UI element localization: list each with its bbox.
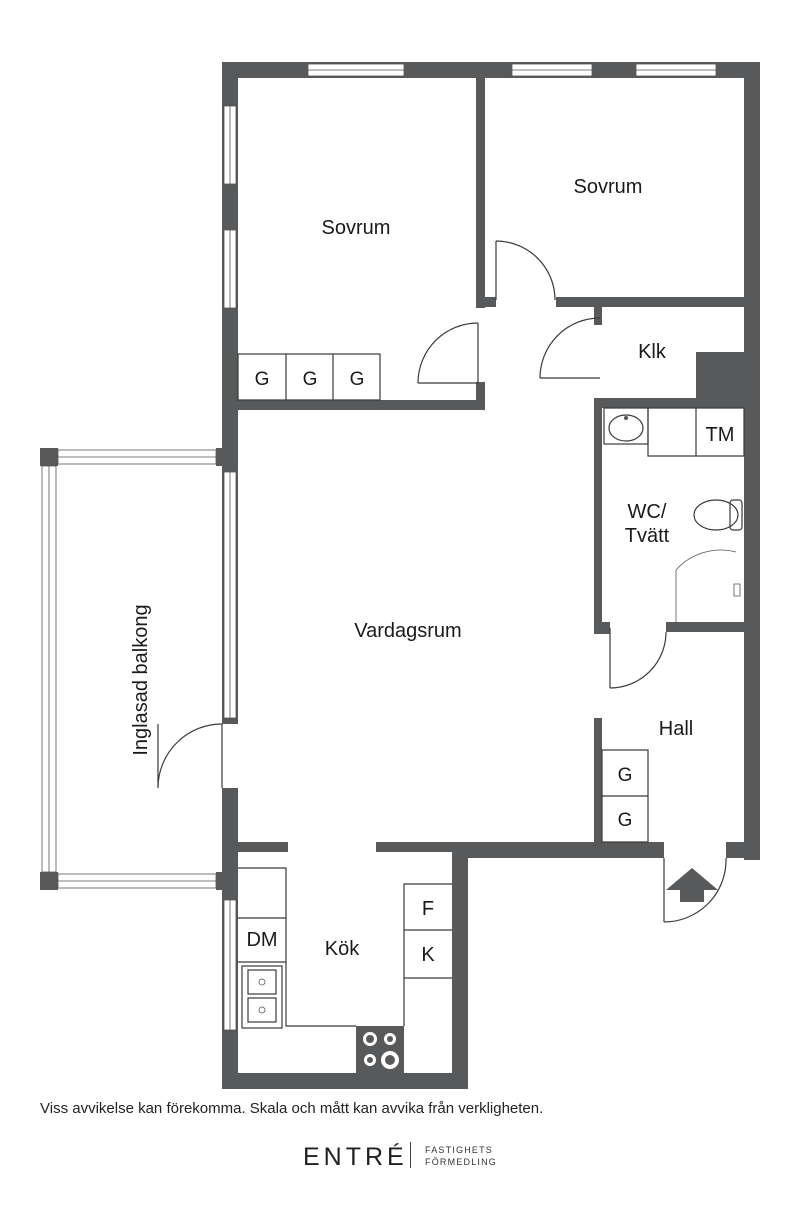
entrance-arrow-icon bbox=[666, 868, 718, 902]
label-vardagsrum: Vardagsrum bbox=[354, 620, 461, 642]
kitchen bbox=[238, 867, 452, 1073]
sink-icon bbox=[603, 407, 649, 445]
label-tvatt: Tvätt bbox=[625, 525, 670, 547]
label-wardrobe: G bbox=[618, 810, 633, 831]
label-klk: Klk bbox=[638, 341, 667, 363]
doors bbox=[157, 240, 737, 923]
wc-fixtures bbox=[603, 407, 745, 597]
kitchen-sink-icon bbox=[241, 965, 283, 1029]
label-dm: DM bbox=[246, 929, 277, 951]
walls bbox=[40, 62, 760, 1089]
label-wardrobe: G bbox=[618, 765, 633, 786]
label-fridge: F bbox=[422, 898, 434, 920]
brand-tagline-1: FASTIGHETS bbox=[425, 1145, 494, 1155]
label-hall: Hall bbox=[659, 718, 693, 740]
toilet-icon bbox=[693, 499, 743, 531]
wardrobes-hall bbox=[601, 749, 649, 843]
label-sovrum-1: Sovrum bbox=[322, 217, 391, 239]
label-sovrum-2: Sovrum bbox=[574, 176, 643, 198]
stove-icon bbox=[356, 1026, 404, 1073]
windows bbox=[41, 63, 717, 1031]
brand-logo-name: ENTRÉ bbox=[303, 1143, 408, 1171]
label-wardrobe: G bbox=[350, 369, 365, 390]
wardrobes-sovrum-1 bbox=[237, 353, 381, 401]
label-freezer: K bbox=[421, 944, 435, 966]
brand-divider bbox=[410, 1142, 411, 1168]
label-wardrobe: G bbox=[255, 369, 270, 390]
label-kok: Kök bbox=[325, 938, 360, 960]
label-wc: WC/ bbox=[628, 501, 667, 523]
label-wardrobe: G bbox=[303, 369, 318, 390]
brand-tagline-2: FÖRMEDLING bbox=[425, 1157, 498, 1167]
label-tm: TM bbox=[706, 424, 735, 446]
disclaimer: Viss avvikelse kan förekomma. Skala och … bbox=[40, 1100, 544, 1117]
floor-plan: Sovrum Sovrum Klk TM WC/ Tvätt Vardagsru… bbox=[40, 62, 760, 1089]
label-balkong: Inglasad balkong bbox=[130, 604, 152, 755]
